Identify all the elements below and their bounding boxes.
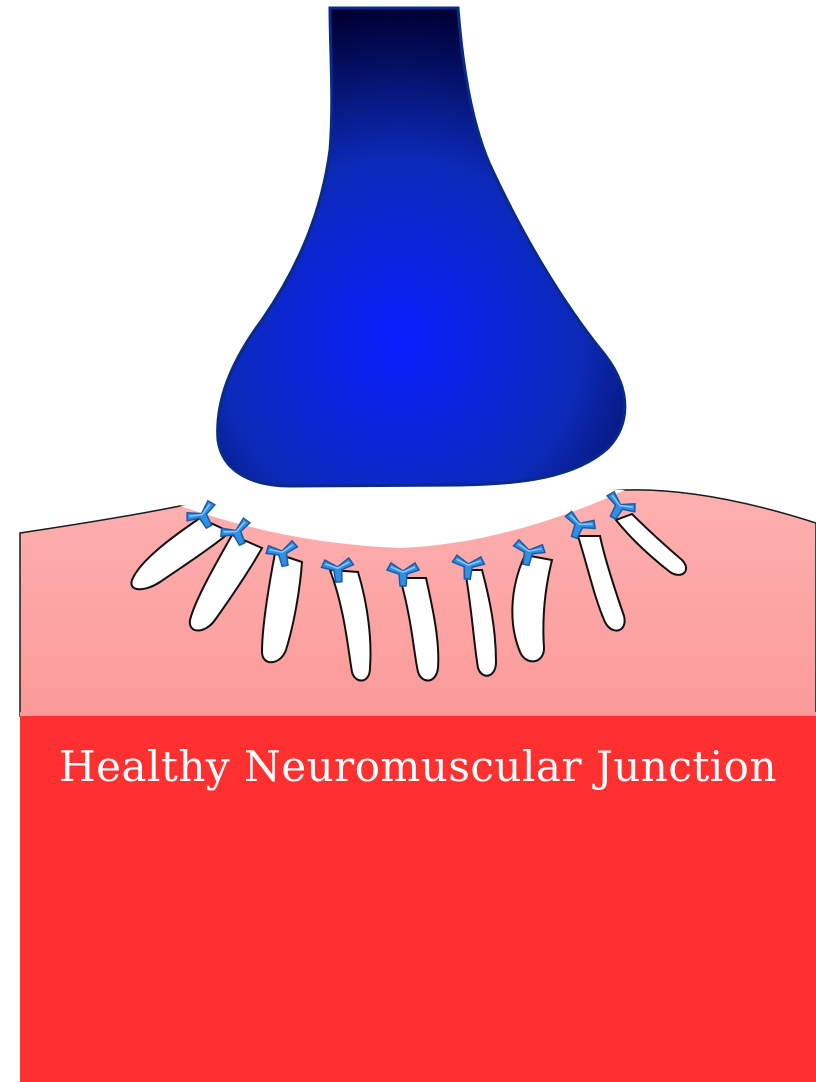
diagram-caption: Healthy Neuromuscular Junction — [20, 742, 816, 791]
nerve-terminal — [218, 8, 625, 486]
